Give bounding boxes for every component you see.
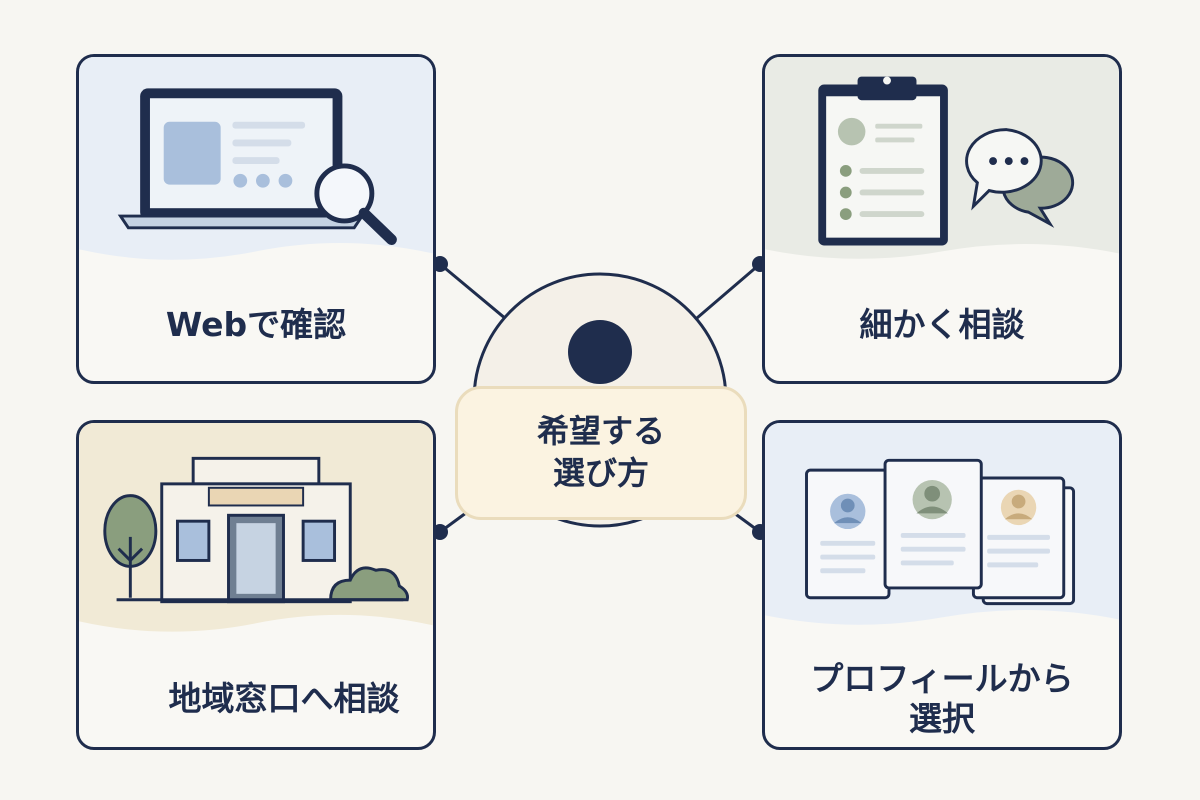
connector-line-consult [689, 262, 761, 326]
card-label-local: 地域窓口へ相談 [168, 679, 400, 718]
hub-dot [568, 320, 632, 384]
profile-cards-icon [765, 423, 1119, 625]
connector-line-web [439, 262, 513, 326]
card-label-web: Webで確認 [165, 305, 347, 344]
center-title-line2: 選び方 [552, 454, 649, 492]
card-label-profile-line1: プロフィールから [810, 659, 1074, 698]
laptop-search-icon [79, 57, 433, 260]
clipboard-chat-icon [765, 57, 1119, 259]
card-label-profile-line2: 選択 [909, 698, 975, 738]
office-building-icon [79, 423, 433, 632]
option-card-web[interactable]: Webで確認 [76, 54, 436, 384]
card-label-profile: プロフィールから 選択 [765, 659, 1119, 738]
center-title: 希望する 選び方 [455, 386, 747, 520]
card-label-consult: 細かく相談 [859, 305, 1025, 344]
option-card-local[interactable]: 地域窓口へ相談 [76, 420, 436, 750]
connector-node-local [432, 524, 448, 540]
connector-node-web [432, 256, 448, 272]
option-card-consult[interactable]: 細かく相談 [762, 54, 1122, 384]
center-title-line1: 希望する [536, 412, 665, 451]
option-card-profile[interactable]: プロフィールから 選択 [762, 420, 1122, 750]
